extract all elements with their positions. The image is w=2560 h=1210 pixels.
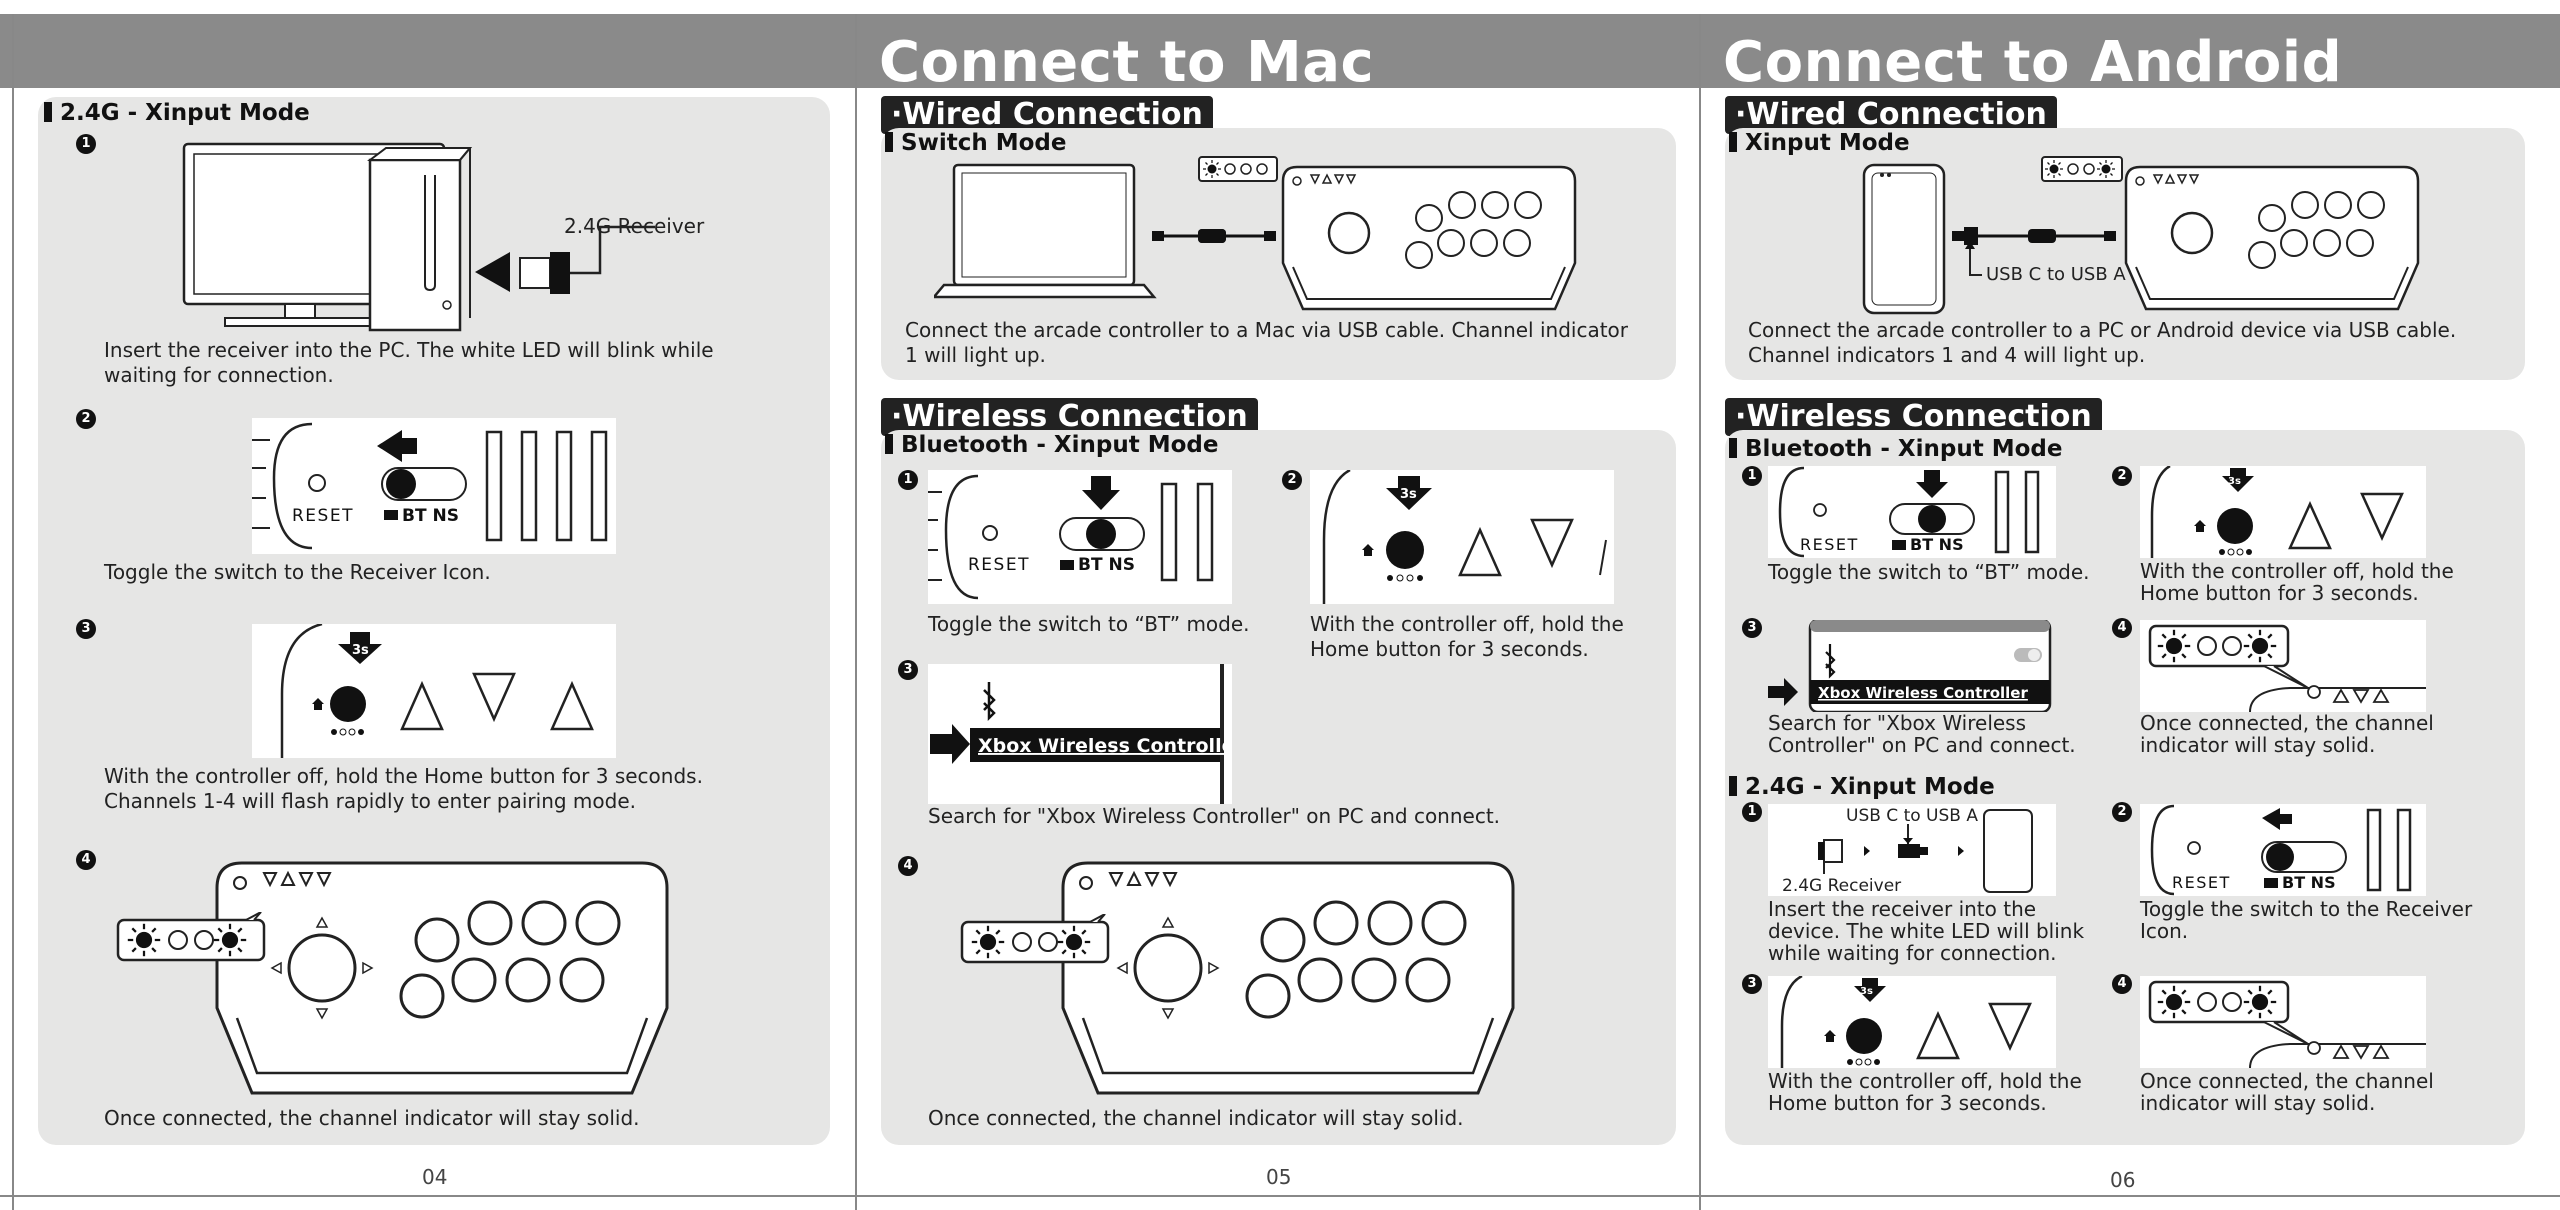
step-number: 4 [76,850,96,870]
svg-text:RESET: RESET [1800,535,1859,554]
receiver-label: 2.4G Receiver [564,214,705,238]
svg-text:RESET: RESET [292,506,354,526]
channel-indicator-bubble [116,912,266,962]
mac-wired-illustration [934,156,1577,311]
header-band-mac: Connect to Mac [857,14,1699,95]
g24-receiver-label: 2.4G Receiver [1782,876,1902,896]
svg-text:BT NS: BT NS [402,506,459,526]
switch-receiver-illustration: RESET BT NS [252,418,616,554]
page-number: 04 [422,1165,448,1189]
svg-text:Xbox Wireless Controller: Xbox Wireless Controller [978,735,1232,757]
switch-bt-illustration: RESET BT NS [928,470,1232,604]
step-number: 3 [1742,618,1762,638]
home-3s-illustration: 3s [1768,976,2056,1068]
svg-text:BT NS: BT NS [1078,555,1135,575]
page4-step1-text: Insert the receiver into the PC. The whi… [104,338,714,387]
wired-connection-tag: ·Wired Connection [1725,96,2057,134]
switch-mode-subhead: Switch Mode [885,130,1066,156]
step-number: 2 [2112,466,2132,486]
page5-wired-text: Connect the arcade controller to a Mac v… [905,318,1629,367]
page-divider-1 [855,14,857,1210]
usb-cable-label: USB C to USB A [1986,264,2126,285]
page-number: 06 [2110,1168,2136,1192]
step-number: 4 [2112,618,2132,638]
page4-subhead: 2.4G - Xinput Mode [44,100,310,126]
page-title-mac: Connect to Mac [879,30,1375,95]
bluetooth-mode-subhead: Bluetooth - Xinput Mode [885,432,1219,458]
wireless-connection-tag: ·Wireless Connection [1725,398,2102,436]
page6-g24-step3-text: With the controller off, hold the Home b… [1768,1069,2082,1115]
pc-receiver-illustration [182,142,655,332]
svg-text:RESET: RESET [968,555,1030,575]
channel-indicator-bubble [960,914,1110,964]
switch-bt-illustration: RESET BT NS [1768,466,2056,558]
step-number: 3 [1742,974,1762,994]
switch-receiver-illustration: RESET BT NS [2140,804,2426,896]
home-button-illustration: 3s [252,624,616,758]
header-band-android: Connect to Android [1701,14,2560,95]
page-title-android: Connect to Android [1723,30,2343,95]
page-number: 05 [1266,1165,1292,1189]
android-receiver-illustration [1768,804,2056,896]
channel-indicator-illustration [2140,976,2426,1068]
home-3s-illustration: 3s [1310,470,1614,604]
step-number: 4 [2112,974,2132,994]
svg-text:Xbox Wireless Controller: Xbox Wireless Controller [1818,684,2028,702]
page-bottom-rule [0,1195,2560,1197]
wireless-connection-tag: ·Wireless Connection [881,398,1258,436]
page-divider-2 [1699,14,1701,1210]
page5-step1-text: Toggle the switch to “BT” mode. [928,612,1250,636]
page5-step2-text: With the controller off, hold the Home b… [1310,612,1624,661]
g24-mode-subhead: 2.4G - Xinput Mode [1729,774,1995,800]
svg-text:BT NS: BT NS [2282,873,2336,892]
svg-text:BT NS: BT NS [1910,535,1964,554]
header-band-left [0,14,855,88]
arcade-controller-illustration [212,858,672,1098]
xbox-controller-list-illustration: Xbox Wireless Controller [928,664,1232,804]
page6-bt-step2-text: With the controller off, hold the Home b… [2140,559,2454,605]
page4-step3-text: With the controller off, hold the Home b… [104,764,703,813]
svg-text:3s: 3s [1400,487,1417,502]
step-number: 1 [1742,802,1762,822]
page6-bt-step3-text: Search for "Xbox Wireless Controller" on… [1768,711,2076,757]
page6-bt-step1-text: Toggle the switch to “BT” mode. [1768,560,2090,584]
page5-step3-text: Search for "Xbox Wireless Controller" on… [928,804,1501,828]
page-divider-left [12,14,14,1210]
step-number: 2 [1282,470,1302,490]
home-3s-illustration: 3s [2140,466,2426,558]
page5-step4-text: Once connected, the channel indicator wi… [928,1106,1464,1130]
android-wired-illustration [1862,156,2420,315]
page4-step2-text: Toggle the switch to the Receiver Icon. [104,560,491,584]
page4-step4-text: Once connected, the channel indicator wi… [104,1106,640,1130]
step-number: 2 [76,409,96,429]
bluetooth-mode-subhead: Bluetooth - Xinput Mode [1729,436,2063,462]
svg-text:3s: 3s [2228,476,2241,487]
step-number: 2 [2112,802,2132,822]
svg-text:3s: 3s [352,643,369,658]
page6-g24-step1-text: Insert the receiver into the device. The… [1768,897,2085,965]
page6-g24-step2-text: Toggle the switch to the Receiver Icon. [2140,897,2473,943]
page6-g24-step4-text: Once connected, the channel indicator wi… [2140,1069,2434,1115]
g24-usb-label: USB C to USB A [1846,806,1978,826]
step-number: 1 [1742,466,1762,486]
svg-text:3s: 3s [1860,986,1873,997]
page6-bt-step4-text: Once connected, the channel indicator wi… [2140,711,2434,757]
svg-text:RESET: RESET [2172,873,2231,892]
xbox-controller-list-illustration: Xbox Wireless Controller [1768,620,2052,712]
wired-connection-tag: ·Wired Connection [881,96,1213,134]
page6-wired-text: Connect the arcade controller to a PC or… [1748,318,2457,367]
step-number: 4 [898,856,918,876]
step-number: 1 [898,470,918,490]
arcade-controller-illustration [1058,858,1518,1098]
channel-indicator-illustration [2140,620,2426,712]
step-number: 3 [76,619,96,639]
step-number: 3 [898,660,918,680]
xinput-mode-subhead: Xinput Mode [1729,130,1910,156]
step-number: 1 [76,134,96,154]
